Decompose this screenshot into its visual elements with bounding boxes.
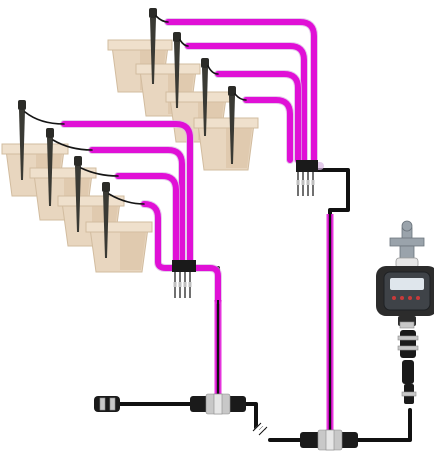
upper-stakes xyxy=(149,8,247,164)
dripper-stake xyxy=(74,156,119,232)
pot-lower-4 xyxy=(85,221,153,273)
dripper-stake xyxy=(173,32,189,108)
tee-connector-bottom xyxy=(300,429,358,451)
hose-adapter xyxy=(397,330,419,404)
dripper-stake xyxy=(201,58,219,136)
end-plug xyxy=(94,396,120,412)
dripper-stake xyxy=(46,128,93,206)
dripper-stake xyxy=(102,182,145,258)
dripper-stake xyxy=(228,86,247,164)
dripper-stake xyxy=(18,100,65,180)
faucet-icon xyxy=(389,220,425,263)
lower-stakes xyxy=(18,100,145,258)
pot-upper-4 xyxy=(193,117,259,171)
lower-emitter-lines xyxy=(60,120,222,304)
break-mark-icon xyxy=(252,422,268,436)
upper-manifold xyxy=(296,160,318,196)
main-supply-line xyxy=(116,168,412,442)
dripper-stake xyxy=(149,8,169,84)
water-timer-icon xyxy=(376,257,434,329)
lower-manifold xyxy=(172,260,196,298)
tee-connector-middle xyxy=(190,393,246,415)
highlighted-supply-risers xyxy=(214,214,334,432)
